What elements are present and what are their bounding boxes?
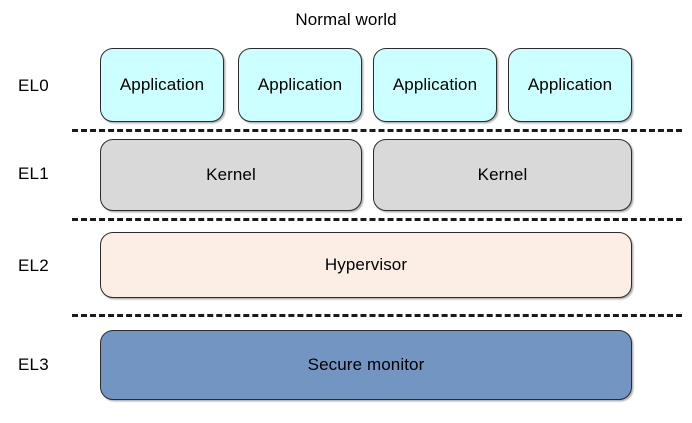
node-secure-monitor[interactable]: Secure monitor [100,330,632,400]
level-label-el3: EL3 [18,355,49,374]
node-kernel-1[interactable]: Kernel [100,139,362,211]
level-label-el0: EL0 [18,76,49,95]
divider-el0-el1 [72,129,682,132]
level-label-el1: EL1 [18,164,49,183]
node-hypervisor[interactable]: Hypervisor [100,232,632,298]
diagram-title: Normal world [295,10,397,29]
node-application-4[interactable]: Application [508,48,632,122]
level-label-el2: EL2 [18,256,49,275]
divider-el2-el3 [72,314,682,317]
node-application-1[interactable]: Application [100,48,224,122]
node-application-3[interactable]: Application [373,48,497,122]
node-kernel-2[interactable]: Kernel [373,139,632,211]
divider-el1-el2 [72,218,682,221]
node-application-2[interactable]: Application [238,48,362,122]
